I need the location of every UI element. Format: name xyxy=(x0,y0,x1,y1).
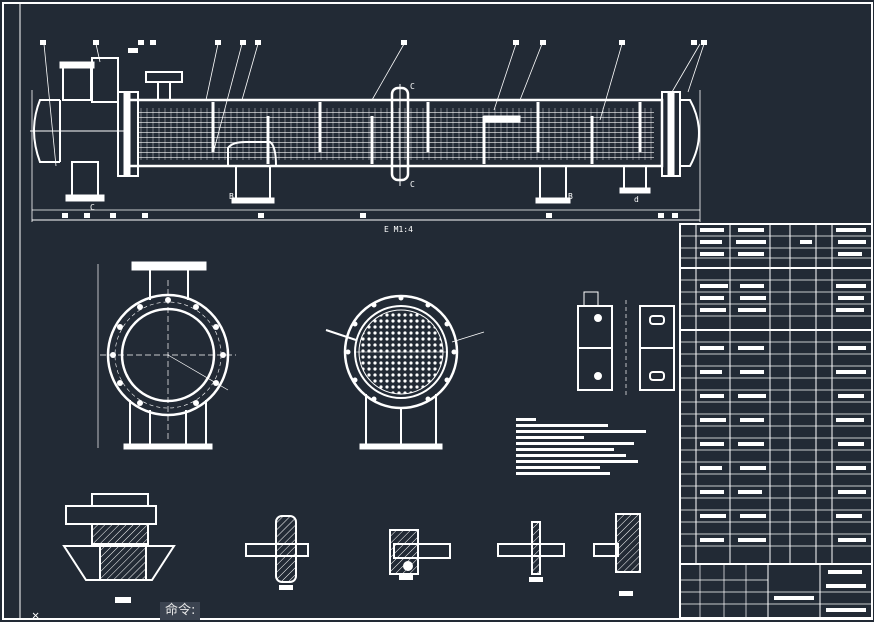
detail-c-label: C xyxy=(90,203,95,212)
ucs-axis-icon: ✕ xyxy=(32,608,40,622)
nozzle-c-bottom-label: C xyxy=(410,180,415,189)
main-view-scale-label: E M1:4 xyxy=(384,225,413,234)
nozzle-c-top-label: C xyxy=(410,82,415,91)
detail-d-label: d xyxy=(634,195,639,204)
parts-list-table xyxy=(679,223,873,565)
section-b-right-label: B xyxy=(568,192,573,201)
tie-rod-detail-view xyxy=(497,521,565,582)
shell-section-view xyxy=(325,294,485,450)
technical-notes xyxy=(516,418,646,475)
flange-detail-view xyxy=(62,493,176,603)
parts-list-text xyxy=(700,228,866,542)
shell-bolt-holes xyxy=(345,295,457,402)
heat-exchanger-elevation xyxy=(30,43,705,222)
channel-bolt-holes xyxy=(110,297,226,406)
channel-end-view xyxy=(97,261,236,450)
section-b-left-label: B xyxy=(229,192,234,201)
balloon-tags xyxy=(40,40,707,218)
command-line-prompt[interactable]: 命令: xyxy=(160,602,201,620)
bolt-detail-view xyxy=(389,529,451,580)
title-block xyxy=(679,563,873,619)
gasket-detail-view xyxy=(245,515,309,590)
saddle-detail-view xyxy=(577,291,675,396)
weld-detail-view xyxy=(593,513,641,596)
